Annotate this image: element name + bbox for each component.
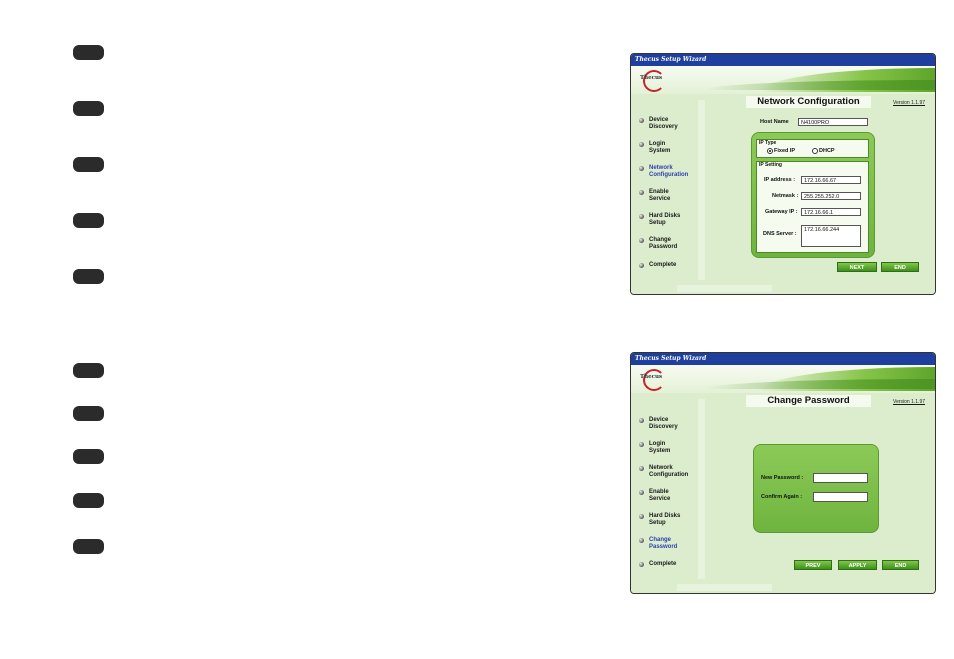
ip-address-input[interactable]: 172.16.66.67 bbox=[801, 176, 861, 184]
confirm-password-input[interactable] bbox=[813, 492, 868, 502]
step-marker bbox=[73, 45, 104, 60]
new-password-input[interactable] bbox=[813, 473, 868, 483]
fixed-ip-radio[interactable] bbox=[767, 148, 773, 154]
dhcp-label: DHCP bbox=[819, 148, 835, 154]
nav-label: Complete bbox=[649, 561, 677, 567]
netmask-input[interactable]: 255.255.252.0 bbox=[801, 192, 861, 200]
host-name-label: Host Name bbox=[760, 119, 789, 125]
page-title: Change Password bbox=[746, 395, 871, 407]
dns-input[interactable]: 172.16.66.244 bbox=[801, 225, 861, 247]
wizard-content: Device Discovery Login System Network Co… bbox=[631, 94, 935, 294]
ip-address-label: IP address : bbox=[764, 177, 796, 183]
header-banner: Thecus bbox=[631, 66, 935, 94]
ip-type-legend: IP Type bbox=[759, 140, 777, 146]
thecus-logo: Thecus bbox=[639, 369, 665, 391]
nav-label: Network Configuration bbox=[649, 165, 689, 178]
host-name-input[interactable]: N4100PRO bbox=[798, 118, 868, 126]
step-marker bbox=[73, 269, 104, 284]
new-password-label: New Password : bbox=[761, 475, 804, 481]
version-link[interactable]: Version 1.1.97 bbox=[893, 100, 925, 106]
wizard-content: Device Discovery Login System Network Co… bbox=[631, 393, 935, 593]
password-box bbox=[753, 444, 879, 533]
end-button[interactable]: END bbox=[882, 560, 919, 570]
nav-label: Network Configuration bbox=[649, 465, 689, 478]
netmask-label: Netmask : bbox=[772, 193, 799, 199]
fixed-ip-label: Fixed IP bbox=[774, 148, 796, 154]
step-marker bbox=[73, 213, 104, 228]
apply-button[interactable]: APPLY bbox=[838, 560, 877, 570]
step-marker bbox=[73, 539, 104, 554]
confirm-password-label: Confirm Again : bbox=[761, 494, 803, 500]
nav-label: Device Discovery bbox=[649, 117, 678, 130]
window-titlebar: Thecus Setup Wizard bbox=[631, 54, 935, 66]
nav-label: Complete bbox=[649, 262, 677, 268]
nav-label: Login System bbox=[649, 441, 671, 454]
prev-button[interactable]: PREV bbox=[794, 560, 832, 570]
gateway-label: Gateway IP : bbox=[765, 209, 798, 215]
nav-label: Enable Service bbox=[649, 489, 671, 502]
next-button[interactable]: NEXT bbox=[837, 262, 877, 272]
version-link[interactable]: Version 1.1.97 bbox=[893, 399, 925, 405]
step-marker bbox=[73, 493, 104, 508]
dns-label: DNS Server : bbox=[763, 231, 797, 237]
nav-label: Hard Disks Setup bbox=[649, 513, 681, 526]
ip-type-panel: IP Type Fixed IP DHCP bbox=[756, 139, 869, 158]
thecus-logo: Thecus bbox=[639, 70, 665, 92]
nav-label: Device Discovery bbox=[649, 417, 678, 430]
nav-label: Change Password bbox=[649, 237, 678, 250]
window-titlebar: Thecus Setup Wizard bbox=[631, 353, 935, 365]
step-marker bbox=[73, 101, 104, 116]
step-marker bbox=[73, 157, 104, 172]
ip-setting-legend: IP Setting bbox=[759, 162, 782, 168]
step-marker bbox=[73, 449, 104, 464]
step-marker bbox=[73, 363, 104, 378]
nav-label: Change Password bbox=[649, 537, 678, 550]
nav-label: Login System bbox=[649, 141, 671, 154]
end-button[interactable]: END bbox=[881, 262, 919, 272]
nav-label: Hard Disks Setup bbox=[649, 213, 681, 226]
step-marker bbox=[73, 406, 104, 421]
dhcp-radio[interactable] bbox=[812, 148, 818, 154]
network-config-window: Thecus Setup Wizard Thecus Device Discov… bbox=[630, 53, 936, 295]
change-password-window: Thecus Setup Wizard Thecus Device Discov… bbox=[630, 352, 936, 594]
gateway-input[interactable]: 172.16.66.1 bbox=[801, 208, 861, 216]
header-banner: Thecus bbox=[631, 365, 935, 393]
page-title: Network Configuration bbox=[746, 96, 871, 108]
nav-label: Enable Service bbox=[649, 189, 671, 202]
